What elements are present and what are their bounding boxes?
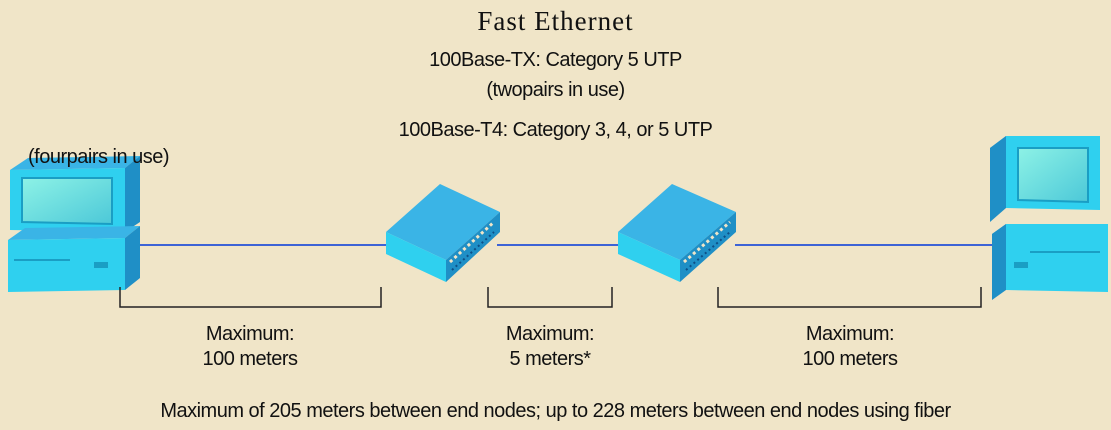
segment-bracket-2 bbox=[487, 287, 613, 308]
segment-2-max-label: Maximum: bbox=[505, 323, 595, 345]
segment-1-distance: 100 meters bbox=[202, 348, 298, 370]
hub-2-icon bbox=[618, 184, 736, 282]
segment-bracket-3 bbox=[717, 287, 982, 308]
segment-1-label: Maximum: 100 meters bbox=[150, 322, 350, 372]
right-computer-icon bbox=[990, 136, 1108, 300]
tx-pairs-line: (twopairs in use) bbox=[486, 79, 625, 101]
diagram-title: Fast Ethernet bbox=[477, 6, 634, 36]
segment-1-max-label: Maximum: bbox=[205, 323, 295, 345]
segment-2-distance: 5 meters* bbox=[509, 348, 591, 370]
tx-spec-line: 100Base-TX: Category 5 UTP bbox=[429, 49, 682, 71]
hub-1-icon bbox=[386, 184, 500, 282]
footnote: Maximum of 205 meters between end nodes;… bbox=[160, 400, 951, 422]
left-computer-icon bbox=[8, 156, 140, 292]
t4-spec-line: 100Base-T4: Category 3, 4, or 5 UTP bbox=[398, 119, 713, 141]
segment-3-max-label: Maximum: bbox=[805, 323, 895, 345]
t4-pairs-line: (fourpairs in use) bbox=[28, 146, 170, 168]
segment-2-label: Maximum: 5 meters* bbox=[450, 322, 650, 372]
segment-3-distance: 100 meters bbox=[802, 348, 898, 370]
segment-bracket-1 bbox=[119, 287, 382, 308]
segment-3-label: Maximum: 100 meters bbox=[750, 322, 950, 372]
